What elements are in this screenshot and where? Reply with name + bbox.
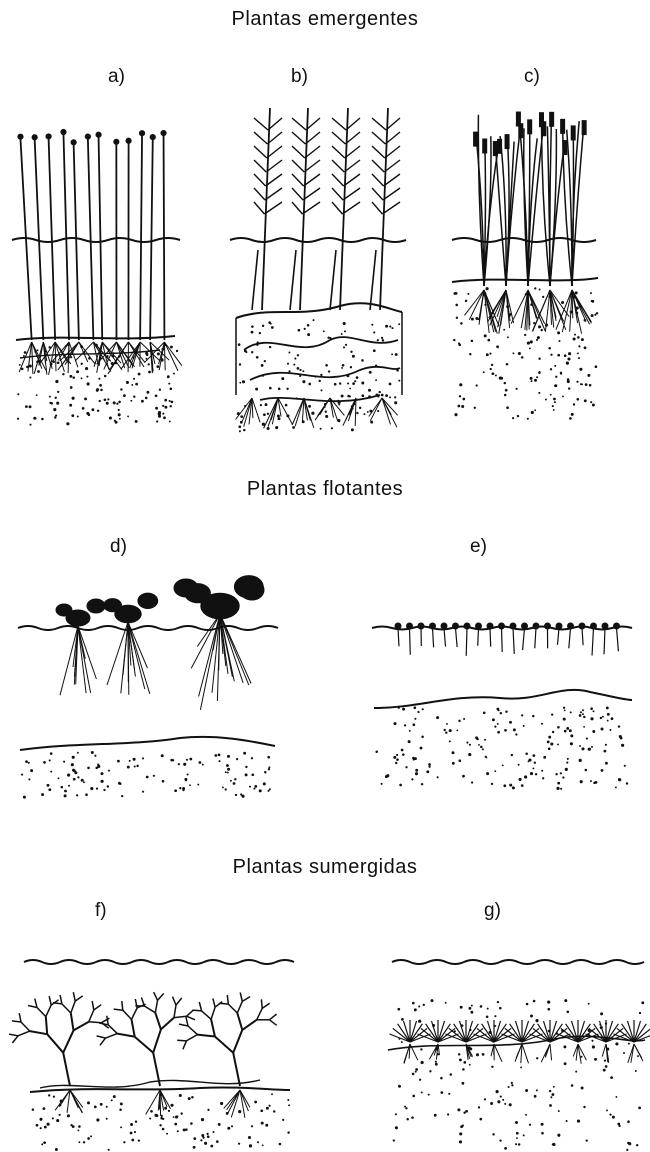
sediment-line-a xyxy=(16,336,175,340)
panel-a-illustration xyxy=(12,238,180,340)
water-surface-d xyxy=(18,626,278,630)
sediment-line-e xyxy=(374,690,632,708)
sediment-line-d xyxy=(20,737,275,750)
water-surface-g xyxy=(392,960,644,964)
panel-c-illustration xyxy=(452,238,598,282)
plant-drawings xyxy=(9,108,650,1118)
panel-g-illustration xyxy=(388,686,644,964)
water-surface-f xyxy=(24,960,294,964)
sediment-line-b xyxy=(236,303,402,318)
water-surface-b xyxy=(230,238,406,242)
water-surface-a xyxy=(12,238,180,242)
sediment-line-c xyxy=(452,278,598,282)
